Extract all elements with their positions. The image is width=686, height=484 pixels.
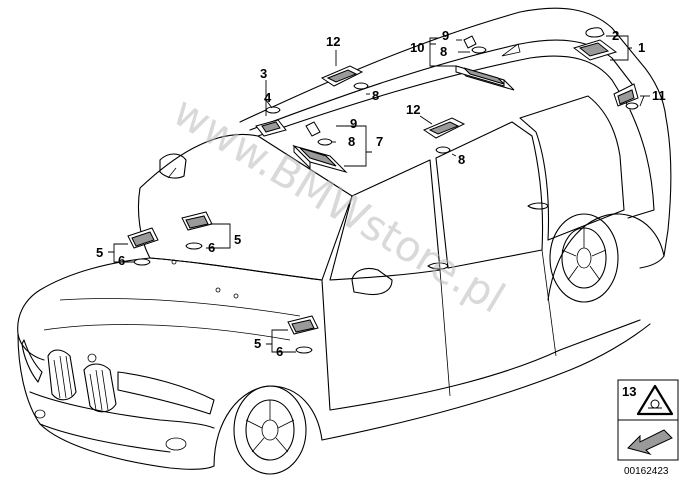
legend-label: 13 [622,384,636,399]
arrow-icon [627,429,673,455]
roof-light-rear [572,27,618,61]
callout-8-top: 8 [440,44,447,59]
reading-light-rear [320,65,369,90]
parts [127,27,639,354]
reading-light-mid [422,117,466,154]
glovebox-light [181,211,213,250]
callout-8-mid: 8 [458,152,465,167]
warning-triangle-icon [636,384,674,416]
callout-11: 11 [652,88,666,103]
sunvisor-light [255,106,287,137]
legend-box: 13 [617,379,679,461]
callout-10: 10 [410,40,424,55]
callout-6-glove: 6 [208,240,215,255]
footwell-light [127,227,159,266]
callout-2: 2 [612,28,619,43]
interior-light-center [455,35,521,91]
document-number: 00162423 [624,466,669,477]
leader-lines [108,35,650,353]
callout-6-door: 6 [276,344,283,359]
callout-9: 9 [350,116,357,131]
callout-8-roof: 8 [372,88,379,103]
callout-6: 6 [118,253,125,268]
door-light [287,315,319,354]
callout-5: 5 [96,245,103,260]
callout-1: 1 [638,40,645,55]
callout-8: 8 [348,134,355,149]
callout-5-glove: 5 [234,232,241,247]
callout-7: 7 [376,134,383,149]
car-outline [17,7,672,475]
callout-12-mid: 12 [406,102,420,117]
interior-light-front [292,121,348,173]
callout-4: 4 [264,90,272,105]
callout-3: 3 [260,66,267,81]
callout-9-top: 9 [442,28,449,43]
callout-labels: 1 2 3 4 5 6 7 8 9 10 11 12 12 8 9 8 8 5 … [96,28,666,359]
callout-12: 12 [326,34,340,49]
callout-5-door: 5 [254,336,261,351]
tailgate-light [613,83,639,110]
